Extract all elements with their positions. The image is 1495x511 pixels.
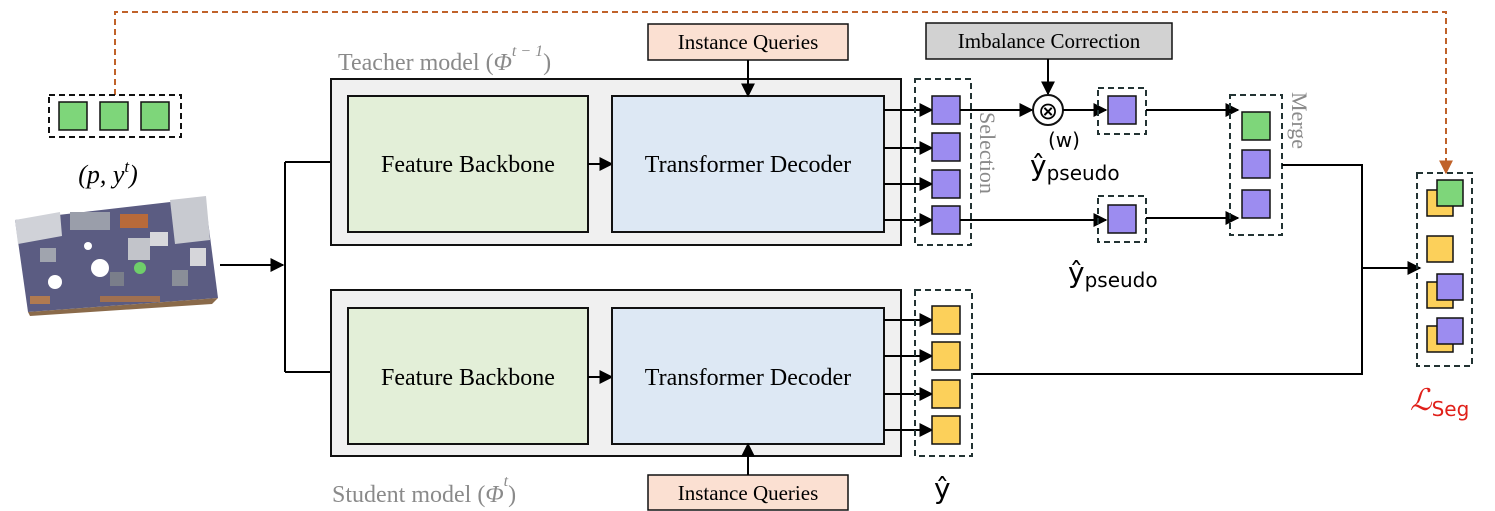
student-label: Student model (Φt)	[332, 473, 516, 508]
merge-token	[1241, 149, 1271, 179]
loss-token-purple	[1436, 317, 1464, 345]
loss-token-yellow	[1426, 235, 1454, 263]
gt-token	[140, 101, 170, 131]
loss-group	[1416, 172, 1473, 367]
loss-token-green	[1436, 179, 1464, 207]
input-label: (p, yt)	[78, 157, 138, 189]
student-query-token	[931, 305, 961, 335]
loss-label: ℒSeg	[1410, 384, 1469, 421]
teacher-decoder-label: Transformer Decoder	[645, 152, 851, 178]
teacher-backbone-label: Feature Backbone	[381, 152, 555, 178]
student-query-token	[931, 415, 961, 445]
merge-token	[1241, 111, 1271, 141]
imbalance-correction-label: Imbalance Correction	[958, 29, 1141, 53]
point-cloud-image	[15, 196, 218, 316]
gt-token	[58, 101, 88, 131]
pseudo-label: ŷpseudo	[1068, 256, 1158, 292]
teacher-output-group	[914, 78, 972, 246]
prediction-label: ŷ	[934, 472, 951, 505]
merge-label: Merge	[1287, 92, 1312, 149]
student-query-token	[931, 341, 961, 371]
pseudo-token	[1107, 204, 1137, 234]
selection-label: Selection	[975, 112, 1000, 194]
weighted-pseudo-sup: (w)	[1048, 128, 1080, 152]
loss-token-purple	[1436, 273, 1464, 301]
teacher-query-token	[931, 169, 961, 199]
teacher-label: Teacher model (Φt − 1)	[338, 43, 551, 76]
teacher-queries-label: Instance Queries	[678, 30, 819, 54]
student-queries-label: Instance Queries	[678, 481, 819, 505]
gt-token-group	[48, 94, 182, 138]
student-query-token	[931, 379, 961, 409]
student-decoder	[611, 307, 885, 445]
weighted-pseudo-label: ŷpseudo	[1030, 149, 1120, 185]
merge-token	[1241, 189, 1271, 219]
student-queries-box	[647, 474, 849, 511]
student-output-group	[914, 289, 973, 457]
student-to-loss-line	[972, 268, 1363, 375]
imbalance-correction-box	[925, 22, 1173, 60]
student-decoder-label: Transformer Decoder	[645, 365, 851, 391]
student-backbone	[347, 307, 589, 445]
teacher-query-token	[931, 205, 961, 235]
gt-to-loss-dashed-arrow	[114, 11, 1453, 175]
teacher-query-token	[931, 132, 961, 162]
student-backbone-label: Feature Backbone	[381, 365, 555, 391]
teacher-decoder	[611, 95, 885, 233]
weighted-pseudo-token	[1107, 95, 1137, 125]
gt-token	[99, 101, 129, 131]
teacher-queries-box	[647, 23, 849, 61]
teacher-query-token	[931, 95, 961, 125]
teacher-backbone	[347, 95, 589, 233]
merge-to-loss-line	[1282, 164, 1363, 268]
multiply-symbol: ⊗	[1038, 97, 1058, 125]
